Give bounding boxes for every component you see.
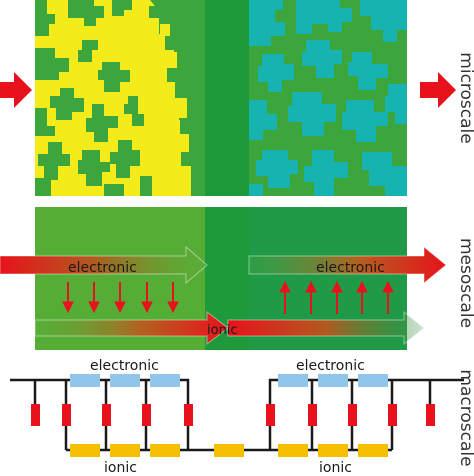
electronic-blocks-left bbox=[70, 374, 180, 387]
electronic-resistor-block bbox=[318, 374, 348, 387]
down-arrow bbox=[141, 282, 153, 314]
interface-resistor bbox=[266, 404, 275, 426]
mesoscale-label: mesoscale bbox=[456, 238, 474, 328]
input-arrow-micro bbox=[0, 72, 32, 108]
electronic-label-meso-left: electronic bbox=[68, 260, 137, 276]
interface-resistor bbox=[31, 404, 40, 426]
up-arrow bbox=[279, 280, 291, 314]
electronic-resistor-block bbox=[110, 374, 140, 387]
electronic-arrow-left bbox=[0, 245, 208, 285]
ionic-resistor-block bbox=[318, 444, 348, 457]
interface-resistor bbox=[348, 404, 357, 426]
up-arrow bbox=[356, 280, 368, 314]
down-arrow bbox=[88, 282, 100, 314]
mesoscale-panel: electronic electronic ionic mesoscale bbox=[0, 207, 474, 350]
separator-micro bbox=[205, 0, 249, 196]
electronic-resistor-block bbox=[278, 374, 308, 387]
up-arrow bbox=[382, 280, 394, 314]
interface-resistors bbox=[31, 404, 435, 426]
microscale-panel: microscale bbox=[0, 0, 474, 196]
electronic-label-macro-right: electronic bbox=[296, 358, 365, 374]
electronic-resistor-block bbox=[150, 374, 180, 387]
ionic-resistor-block bbox=[358, 444, 388, 457]
interface-resistor bbox=[184, 404, 193, 426]
interface-resistor bbox=[426, 404, 435, 426]
down-arrows bbox=[62, 282, 179, 314]
ionic-resistor-block bbox=[70, 444, 100, 457]
ionic-resistor-block bbox=[150, 444, 180, 457]
ionic-arrow-left bbox=[34, 310, 229, 346]
teal-electrode-texture bbox=[249, 0, 407, 196]
ionic-resistor-block bbox=[110, 444, 140, 457]
electronic-label-macro-left: electronic bbox=[90, 358, 159, 374]
interface-resistor bbox=[388, 404, 397, 426]
ionic-resistor-block bbox=[214, 444, 244, 457]
ionic-label-macro-right: ionic bbox=[319, 460, 352, 476]
interface-resistor bbox=[308, 404, 317, 426]
macroscale-label: macroscale bbox=[456, 369, 474, 466]
outer-resistor-wires bbox=[33, 380, 432, 404]
electronic-blocks-right bbox=[278, 374, 388, 387]
microscale-label: microscale bbox=[456, 52, 474, 143]
interface-resistor bbox=[62, 404, 71, 426]
down-arrow bbox=[62, 282, 74, 314]
ionic-blocks bbox=[70, 444, 388, 457]
up-arrow bbox=[331, 280, 343, 314]
electronic-resistor-block bbox=[358, 374, 388, 387]
interface-resistor bbox=[142, 404, 151, 426]
electronic-arrow-right bbox=[248, 245, 447, 285]
electronic-resistor-block bbox=[70, 374, 100, 387]
output-arrow-micro bbox=[420, 72, 456, 108]
ionic-label-meso: ionic bbox=[207, 323, 238, 338]
up-arrows bbox=[279, 280, 394, 314]
electronic-label-meso-right: electronic bbox=[316, 260, 385, 276]
up-arrow bbox=[305, 280, 317, 314]
yellow-electrode-texture bbox=[35, 0, 205, 196]
macroscale-panel: electronic electronic ionic ionic macros… bbox=[10, 358, 474, 476]
ionic-arrow-right bbox=[227, 310, 425, 346]
interface-resistor bbox=[102, 404, 111, 426]
ionic-label-macro-left: ionic bbox=[104, 460, 137, 476]
down-arrow bbox=[114, 282, 126, 314]
ionic-resistor-block bbox=[278, 444, 308, 457]
down-arrow bbox=[167, 282, 179, 314]
